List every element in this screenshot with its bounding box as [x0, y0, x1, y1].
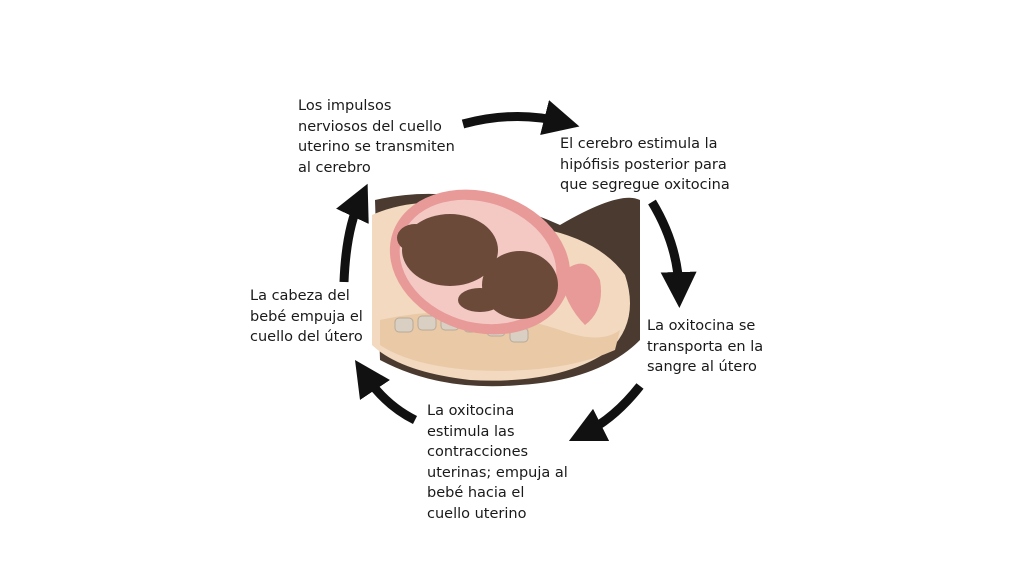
arrow-left — [336, 183, 369, 283]
fetus — [397, 214, 558, 319]
cycle-arrows — [336, 100, 697, 442]
step-nerve-impulses: Los impulsos nerviosos del cuello uterin… — [298, 98, 455, 176]
step-brain-stimulates: El cerebro estimula la hipófisis posteri… — [560, 136, 730, 193]
arrow-right — [648, 199, 697, 308]
step-head-pushes: La cabeza del bebé empuja el cuello del … — [250, 288, 363, 345]
step-contractions: La oxitocina estimula las contracciones … — [427, 403, 568, 522]
arrow-bottom-left — [355, 360, 418, 425]
arrow-bottom-right — [568, 383, 644, 442]
childbirth-illustration — [372, 189, 640, 387]
step-oxytocin-transport: La oxitocina se transporta en la sangre … — [647, 318, 764, 375]
arrow-top — [461, 100, 580, 135]
